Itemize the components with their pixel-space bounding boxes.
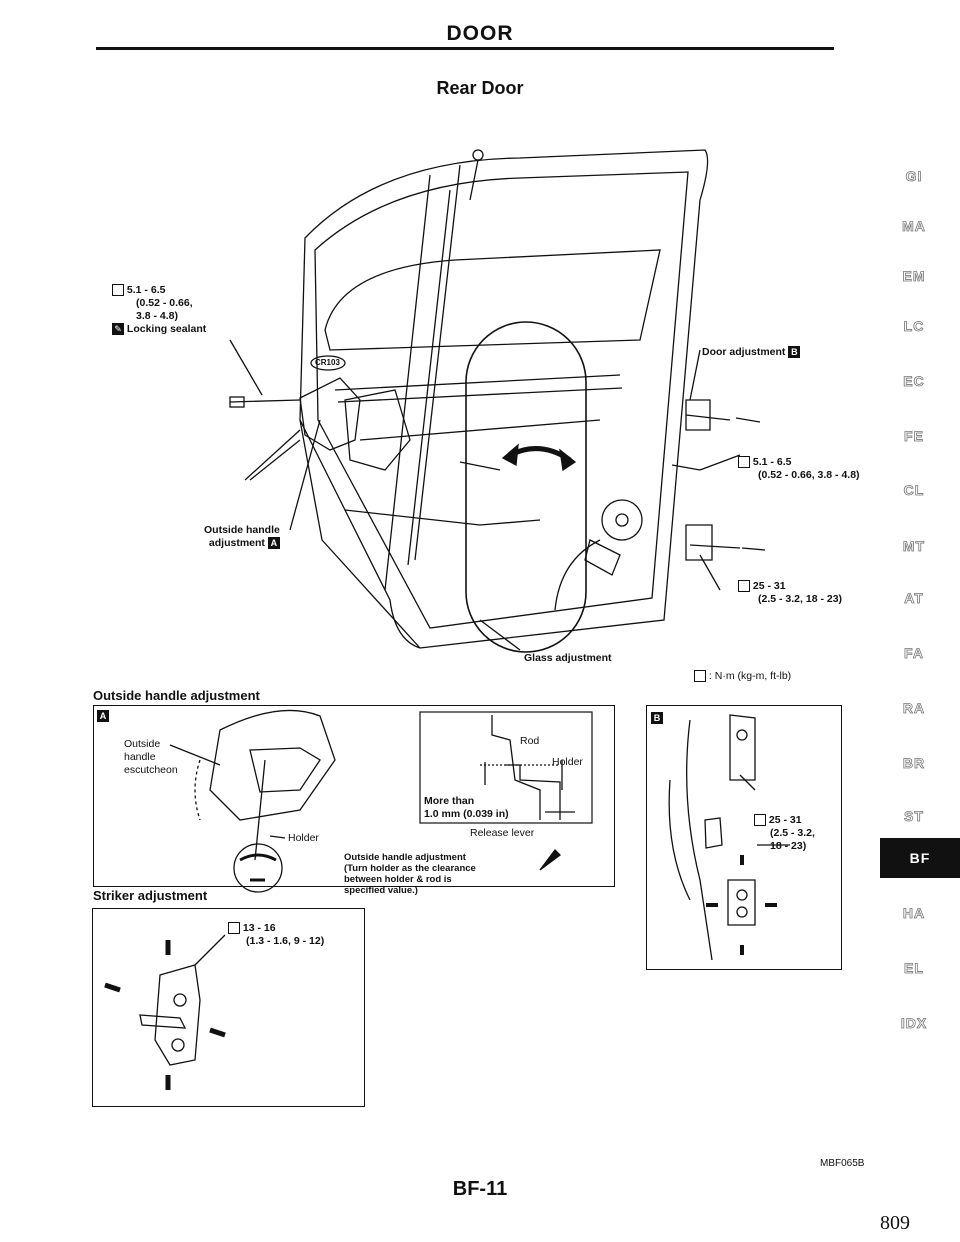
figure-code: MBF065B	[820, 1158, 865, 1169]
nav-ha[interactable]: HA	[902, 905, 926, 922]
nav-fe[interactable]: FE	[904, 428, 924, 445]
nav-gi[interactable]: GI	[905, 168, 923, 185]
striker-torque: 13 - 16 (1.3 - 1.6, 9 - 12)	[228, 922, 324, 948]
window-opening	[324, 249, 661, 351]
section-a-box	[93, 705, 615, 887]
clearance-label: 1.0 mm (0.039 in)	[424, 808, 509, 820]
nav-fa[interactable]: FA	[904, 645, 924, 662]
right-torque-2: 25 - 31 (2.5 - 3.2, 18 - 23)	[738, 580, 842, 606]
tl-torque-block: 5.1 - 6.5 (0.52 - 0.66, 3.8 - 4.8) ✎ Loc…	[112, 284, 206, 336]
release-lever-label: Release lever	[470, 827, 535, 839]
header-rule	[96, 47, 834, 50]
nav-cl[interactable]: CL	[903, 482, 925, 499]
torque-wrench-icon	[228, 922, 240, 935]
torque-wrench-icon	[694, 670, 706, 683]
section-a-note: Outside handle adjustment (Turn holder a…	[344, 852, 476, 896]
tl-torque-kgm: (0.52 - 0.66,	[136, 297, 193, 309]
glass-run-front	[414, 164, 461, 561]
door-inner-outline	[314, 171, 689, 629]
nav-ec[interactable]: EC	[903, 373, 925, 390]
sealant-icon: ✎	[112, 323, 124, 335]
section-b-box	[646, 705, 842, 970]
torque-wrench-icon	[738, 580, 750, 593]
door-adjustment-label: Door adjustment B	[702, 346, 801, 359]
nav-el[interactable]: EL	[904, 960, 924, 977]
handle-escutcheon-drawing	[209, 709, 336, 821]
page-title: DOOR	[446, 22, 514, 45]
glass-adjustment-label: Glass adjustment	[524, 652, 612, 664]
nav-ra[interactable]: RA	[902, 700, 926, 717]
striker-adjustment-title: Striker adjustment	[93, 888, 208, 903]
torque-wrench-icon	[112, 284, 124, 297]
nav-em[interactable]: EM	[902, 268, 926, 285]
right-torque-1: 5.1 - 6.5 (0.52 - 0.66, 3.8 - 4.8)	[738, 456, 860, 482]
nav-idx[interactable]: IDX	[900, 1015, 928, 1032]
outside-handle-adjustment-title: Outside handle adjustment	[93, 688, 260, 703]
nav-at[interactable]: AT	[904, 590, 924, 607]
outside-handle-adjustment-label: Outside handle adjustment A	[204, 524, 280, 549]
page-number: 809	[880, 1212, 910, 1234]
locking-sealant-label: Locking sealant	[126, 323, 207, 335]
torque-wrench-icon	[738, 456, 750, 469]
tag-b: B	[788, 346, 801, 358]
holder2-label: Holder	[552, 756, 583, 768]
torque-wrench-icon	[754, 814, 766, 827]
section-a-tag: A	[97, 710, 109, 722]
nav-bf[interactable]: BF	[880, 838, 960, 878]
cr103-badge: CR103	[315, 358, 340, 367]
rod-label: Rod	[520, 735, 540, 747]
door-panel-outline	[299, 149, 709, 649]
section-index-nav: GI MA EM LC EC FE CL MT AT FA RA BR ST B…	[878, 0, 960, 1242]
section-subtitle: Rear Door	[436, 78, 524, 98]
tl-torque-ftlb: 3.8 - 4.8)	[136, 310, 179, 322]
nav-mt[interactable]: MT	[902, 538, 926, 555]
page-code: BF-11	[452, 1178, 508, 1200]
holder-label: Holder	[288, 832, 319, 844]
glass-adjustment-oval	[465, 321, 587, 653]
section-b-tag: B	[651, 712, 663, 724]
section-b-torque: 25 - 31 (2.5 - 3.2, 18 - 23)	[754, 814, 815, 853]
nav-ma[interactable]: MA	[902, 218, 926, 235]
nav-lc[interactable]: LC	[903, 318, 925, 335]
escutcheon-label: Outside handle escutcheon	[124, 738, 178, 776]
more-than-label: More than	[424, 795, 475, 807]
tag-a: A	[267, 537, 280, 549]
nav-st[interactable]: ST	[904, 808, 924, 825]
striker-box	[92, 908, 365, 1107]
torque-unit-legend: : N·m (kg-m, ft-lb)	[694, 670, 791, 683]
nav-br[interactable]: BR	[902, 755, 926, 772]
tl-torque-value: 5.1 - 6.5	[126, 284, 166, 296]
